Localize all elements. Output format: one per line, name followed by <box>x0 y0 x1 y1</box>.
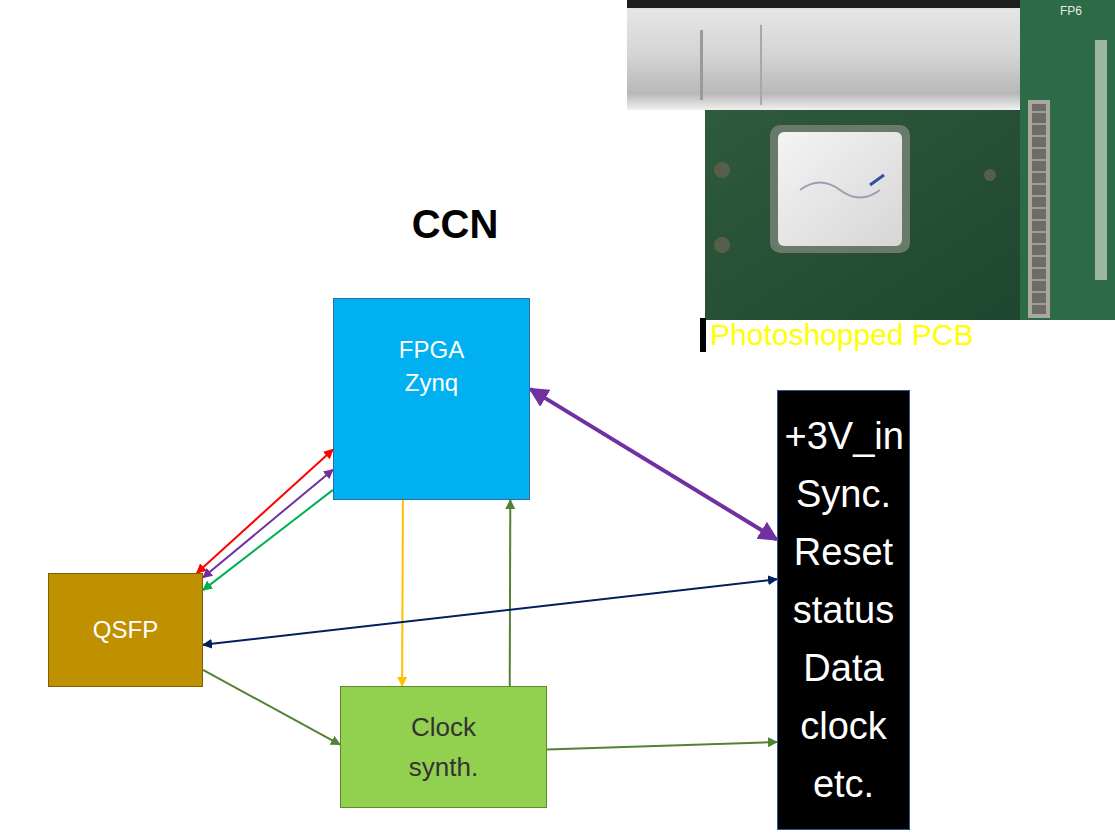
signal-arrow <box>401 500 404 686</box>
qsfp-box: QSFP <box>48 573 203 687</box>
silkscreen-text: FP6 <box>1060 4 1082 18</box>
box-label: Clock synth. <box>396 707 491 787</box>
clock-synth-box: Clock synth. <box>340 686 547 808</box>
signal-arrow <box>197 450 333 574</box>
signal-arrow <box>203 670 340 745</box>
pcb-edge <box>1020 0 1115 320</box>
zynq-chip <box>770 125 910 253</box>
box-label: QSFP <box>93 615 158 645</box>
qsfp-module <box>627 0 1020 110</box>
signal-arrow <box>203 470 333 578</box>
signal-arrow <box>203 490 333 590</box>
fpga-box: FPGA Zynq <box>333 298 530 500</box>
box-label: +3V_in Sync. Reset status Data clock etc… <box>785 407 903 813</box>
photo-caption: Photoshopped PCB <box>710 318 974 352</box>
signal-arrow <box>547 742 777 749</box>
box-label: FPGA Zynq <box>392 333 472 399</box>
signal-arrow <box>203 579 777 645</box>
signal-arrow <box>509 500 512 686</box>
connector-signals-box: +3V_in Sync. Reset status Data clock etc… <box>777 390 910 830</box>
pcb-board <box>705 110 1020 320</box>
signal-arrow <box>530 389 777 540</box>
board-connector <box>1028 100 1050 318</box>
diagram-title: CCN <box>412 202 499 247</box>
